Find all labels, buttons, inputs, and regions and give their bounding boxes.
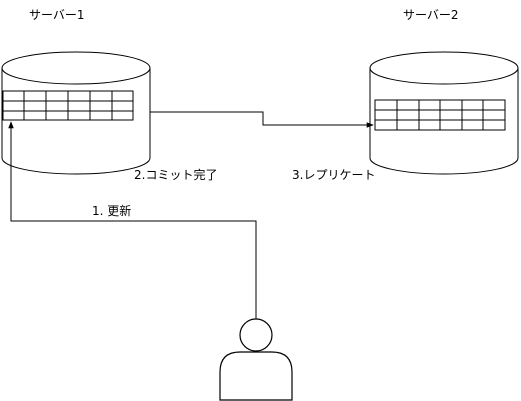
update-arrow [8,121,257,322]
server2-table-icon [374,99,506,131]
replicate-label: 3.レプリケート [292,168,375,182]
replicate-arrow [150,111,374,128]
server2-label: サーバー2 [403,8,459,22]
user-icon [219,318,293,401]
commit-label: 2.コミット完了 [134,167,217,182]
update-label: 1. 更新 [92,203,131,218]
server1-table-icon [2,90,134,121]
server1-label: サーバー1 [29,8,85,22]
